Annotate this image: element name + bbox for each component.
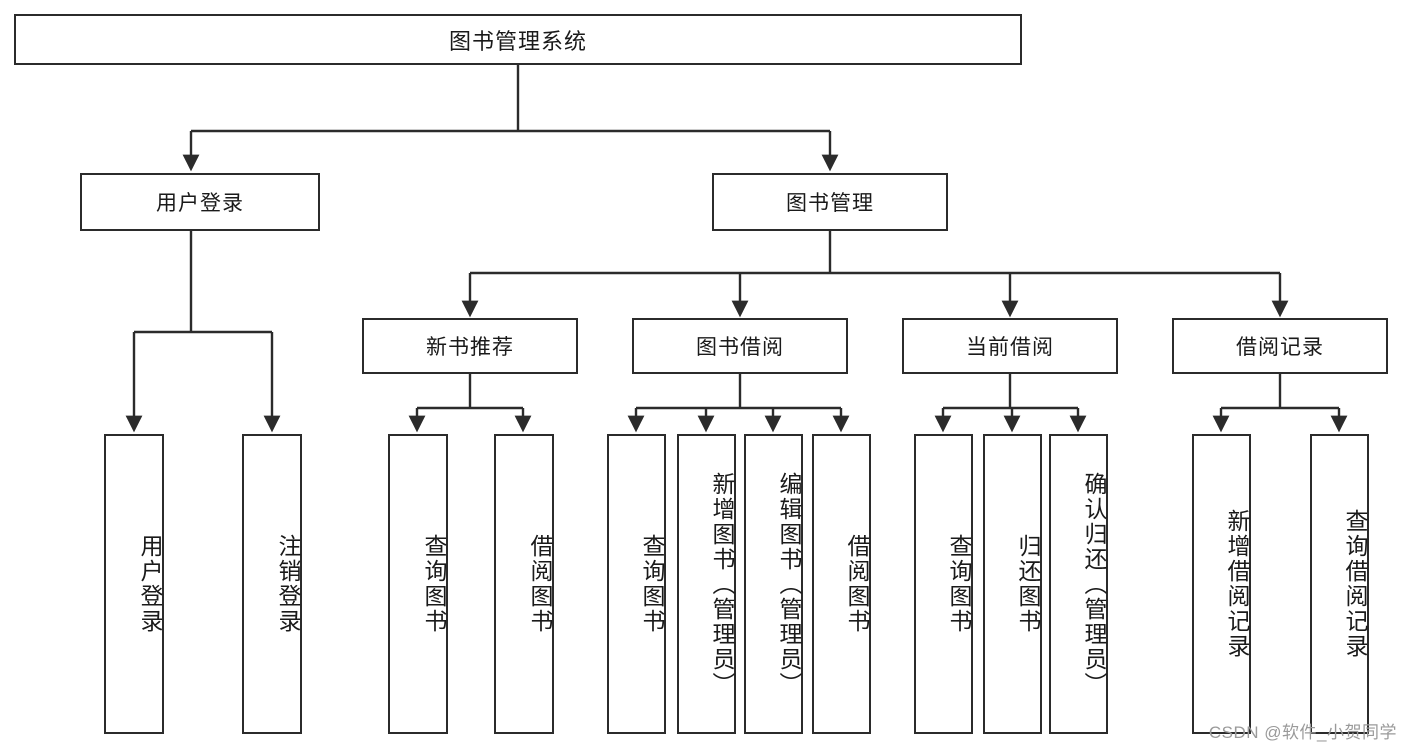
node-book-borrow[interactable]: 图书借阅 (632, 318, 848, 374)
leaf-current-query-book[interactable]: 查询图书 (914, 434, 973, 734)
node-label: 查询图书 (946, 534, 972, 634)
node-label: 新增借阅记录 (1224, 509, 1250, 659)
leaf-user-login[interactable]: 用户登录 (104, 434, 164, 734)
leaf-user-logout[interactable]: 注销登录 (242, 434, 302, 734)
node-current-borrow[interactable]: 当前借阅 (902, 318, 1118, 374)
node-label: 查询图书 (639, 534, 665, 634)
node-label: 新书推荐 (426, 336, 514, 359)
leaf-borrow-query-book[interactable]: 查询图书 (607, 434, 666, 734)
node-label: 编辑图书（管理员） (776, 471, 802, 697)
node-label: 确认归还（管理员） (1081, 471, 1107, 697)
node-user-login[interactable]: 用户登录 (80, 173, 320, 231)
node-label: 借阅记录 (1236, 336, 1324, 359)
node-label: 查询图书 (421, 534, 447, 634)
node-label: 借阅图书 (527, 534, 553, 634)
leaf-current-return-book[interactable]: 归还图书 (983, 434, 1042, 734)
leaf-recommend-query-book[interactable]: 查询图书 (388, 434, 448, 734)
node-label: 图书管理 (786, 192, 874, 215)
node-label: 查询借阅记录 (1342, 509, 1368, 659)
node-borrow-record[interactable]: 借阅记录 (1172, 318, 1388, 374)
node-label: 图书借阅 (696, 336, 784, 359)
node-root-system[interactable]: 图书管理系统 (14, 14, 1022, 65)
leaf-current-confirm-return[interactable]: 确认归还（管理员） (1049, 434, 1108, 734)
node-label: 新增图书（管理员） (709, 471, 735, 697)
leaf-borrow-borrow-book[interactable]: 借阅图书 (812, 434, 871, 734)
node-label: 图书管理系统 (448, 28, 587, 54)
leaf-record-add-record[interactable]: 新增借阅记录 (1192, 434, 1251, 734)
node-book-management[interactable]: 图书管理 (712, 173, 948, 231)
csdn-watermark: CSDN @软件_小贺同学 (1208, 723, 1397, 742)
node-label: 借阅图书 (844, 534, 870, 634)
node-label: 注销登录 (275, 534, 301, 634)
node-label: 当前借阅 (966, 336, 1054, 359)
leaf-recommend-borrow-book[interactable]: 借阅图书 (494, 434, 554, 734)
node-label: 用户登录 (137, 534, 163, 634)
node-label: 用户登录 (156, 192, 244, 215)
leaf-borrow-edit-book[interactable]: 编辑图书（管理员） (744, 434, 803, 734)
leaf-record-query-record[interactable]: 查询借阅记录 (1310, 434, 1369, 734)
node-label: 归还图书 (1015, 534, 1041, 634)
leaf-borrow-add-book[interactable]: 新增图书（管理员） (677, 434, 736, 734)
node-new-book-recommend[interactable]: 新书推荐 (362, 318, 578, 374)
